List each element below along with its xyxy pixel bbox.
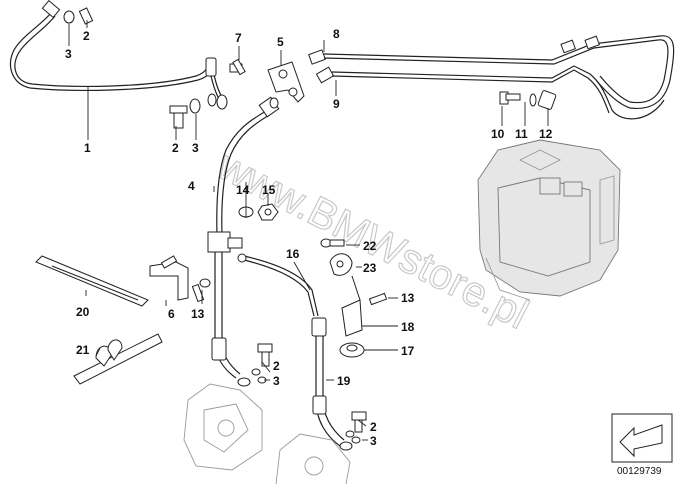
callout-15: 15 — [262, 183, 276, 197]
callout-2-lower-right: 2 — [370, 420, 377, 434]
diagram-reference-number: 00129739 — [617, 466, 662, 477]
callout-3-lower-left: 3 — [273, 374, 280, 388]
rear-brake-lines — [323, 35, 675, 120]
callout-8: 8 — [333, 27, 340, 41]
callout-9: 9 — [333, 97, 340, 111]
bolt-part-10 — [499, 91, 521, 105]
callout-17: 17 — [401, 344, 415, 358]
callout-21: 21 — [76, 343, 90, 357]
callout-2-lower-left: 2 — [273, 359, 280, 373]
cable-holder-part-21 — [73, 333, 163, 385]
orientation-arrow-icon — [619, 424, 663, 458]
banjo-bolt-lower-left — [251, 343, 273, 384]
nut-part-15 — [257, 203, 279, 221]
callout-13-left: 13 — [191, 307, 205, 321]
leader-lines — [68, 20, 549, 441]
callout-11: 11 — [515, 127, 528, 141]
washer-part-11 — [529, 93, 537, 107]
callout-labels: 1 3 2 2 3 4 5 6 7 8 9 10 11 12 13 13 14 … — [65, 27, 553, 448]
callout-10: 10 — [491, 127, 505, 141]
bracket-part-5 — [267, 61, 305, 103]
callout-20: 20 — [76, 305, 90, 319]
fitting-part-8 — [308, 49, 326, 65]
callout-14: 14 — [236, 183, 250, 197]
callout-2-top: 2 — [83, 29, 90, 43]
callout-5: 5 — [277, 35, 284, 49]
clamp-part-23 — [329, 253, 353, 276]
screw-13-right — [368, 292, 388, 306]
callout-3-lower-right: 3 — [370, 434, 377, 448]
callout-12: 12 — [539, 127, 553, 141]
callout-3-top: 3 — [65, 47, 72, 61]
fitting-part-12 — [537, 90, 557, 110]
cable-tie-part-20 — [35, 255, 149, 307]
callout-1: 1 — [84, 141, 91, 155]
callout-6: 6 — [168, 307, 175, 321]
banjo-bolt-upper — [169, 93, 217, 129]
callout-3-upper: 3 — [192, 141, 199, 155]
callout-4: 4 — [188, 179, 195, 193]
bracket-part-6 — [149, 255, 189, 301]
fitting-part-9 — [315, 66, 335, 84]
brake-hose-part-19 — [311, 317, 353, 451]
callout-13-right: 13 — [401, 291, 415, 305]
callout-7: 7 — [235, 31, 242, 45]
caliper-right — [275, 433, 351, 484]
brake-line-part-4 — [207, 96, 280, 387]
callout-22: 22 — [363, 239, 377, 253]
callout-2-upper: 2 — [172, 141, 179, 155]
bolt-part-22 — [320, 238, 345, 248]
callout-18: 18 — [401, 320, 415, 334]
brake-line-part-1 — [9, 0, 228, 110]
bolt-part-7 — [229, 58, 246, 76]
callout-16: 16 — [286, 247, 300, 261]
reference-box: 00129739 — [611, 413, 673, 477]
screw-13-left — [191, 278, 211, 303]
bracket-part-18 — [341, 275, 363, 337]
callout-23: 23 — [363, 261, 377, 275]
brake-line-part-16 — [237, 253, 319, 317]
banjo-bolt-lower-right — [345, 411, 367, 444]
abs-unit — [477, 139, 621, 301]
grommet-part-17 — [339, 342, 365, 358]
callout-19: 19 — [337, 374, 351, 388]
caliper-left — [183, 383, 263, 471]
